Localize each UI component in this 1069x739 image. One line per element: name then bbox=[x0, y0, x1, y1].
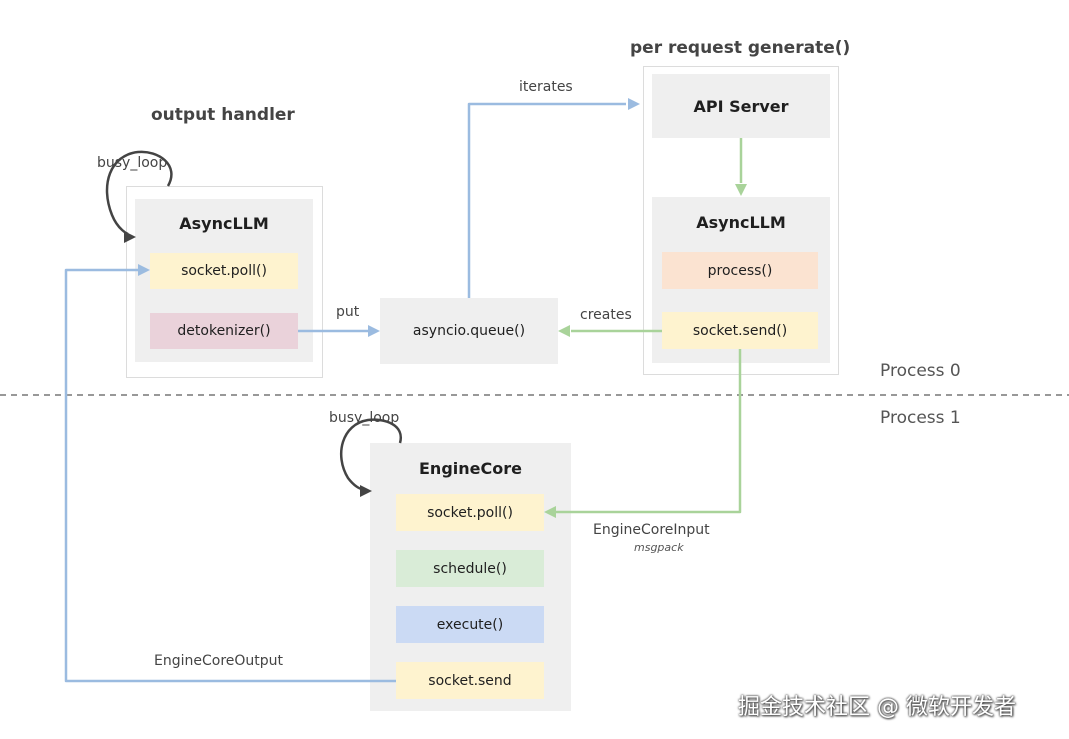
request-asyncllm-title: AsyncLLM bbox=[696, 212, 786, 232]
engine-core-output-label: EngineCoreOutput bbox=[154, 653, 284, 669]
engine-core-input-line bbox=[556, 349, 742, 514]
asyncio-queue-box: asyncio.queue() bbox=[380, 298, 558, 364]
creates-label: creates bbox=[580, 307, 632, 323]
output-handler-busy-loop-head bbox=[124, 231, 136, 243]
msgpack-note: msgpack bbox=[634, 541, 684, 554]
output-handler-asyncllm-title: AsyncLLM bbox=[179, 213, 269, 233]
engine-core-socket-send: socket.send bbox=[396, 662, 544, 699]
iterates-label: iterates bbox=[519, 79, 573, 95]
per-request-heading: per request generate() bbox=[630, 38, 851, 58]
put-label: put bbox=[336, 304, 360, 320]
output-handler-busy-loop-arrow bbox=[105, 150, 173, 236]
engine-core-title: EngineCore bbox=[419, 458, 522, 478]
engine-core-busy-loop-arrow bbox=[339, 418, 402, 491]
process-1-label: Process 1 bbox=[880, 408, 961, 428]
engine-core-output-line bbox=[64, 268, 396, 683]
process-0-label: Process 0 bbox=[880, 361, 961, 381]
api-to-asyncllm-head bbox=[735, 184, 747, 196]
process-box: process() bbox=[662, 252, 818, 289]
engine-core-input-label: EngineCoreInput bbox=[593, 522, 710, 538]
execute-box: execute() bbox=[396, 606, 544, 643]
creates-arrow-head bbox=[558, 325, 570, 337]
api-server-box: API Server bbox=[652, 74, 830, 138]
detokenizer-box: detokenizer() bbox=[150, 313, 298, 349]
request-socket-send: socket.send() bbox=[662, 312, 818, 349]
output-handler-socket-poll: socket.poll() bbox=[150, 253, 298, 289]
output-handler-heading: output handler bbox=[151, 105, 295, 125]
iterates-arrow-line bbox=[467, 102, 626, 298]
iterates-arrow-head bbox=[628, 98, 640, 110]
output-handler-busy-loop-label: busy_loop bbox=[97, 155, 168, 171]
schedule-box: schedule() bbox=[396, 550, 544, 587]
engine-core-busy-loop-head bbox=[360, 485, 372, 497]
watermark: 掘金技术社区 @ 微软开发者 bbox=[738, 695, 1016, 720]
engine-core-socket-poll: socket.poll() bbox=[396, 494, 544, 531]
engine-core-input-head bbox=[544, 506, 556, 518]
put-arrow-head bbox=[368, 325, 380, 337]
engine-core-busy-loop-label: busy_loop bbox=[329, 410, 400, 426]
engine-core-output-head bbox=[138, 264, 150, 276]
